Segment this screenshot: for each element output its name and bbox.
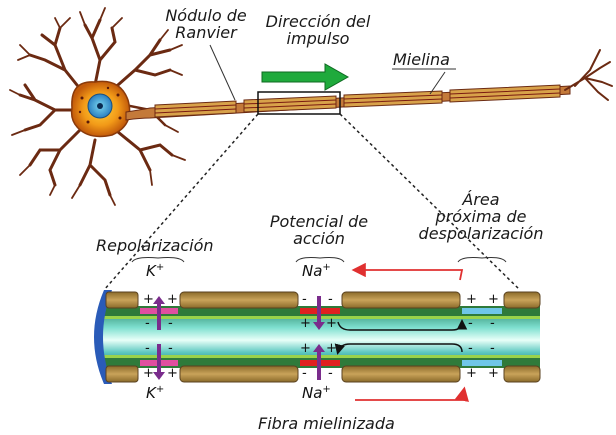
charge: + (167, 292, 178, 307)
charge-neg: - (302, 366, 307, 381)
na-ion-bottom: Na+ (302, 384, 331, 402)
direction-arrow (262, 64, 348, 90)
charge: + (488, 366, 499, 381)
charge: + (326, 341, 337, 356)
nucleolus (97, 103, 103, 109)
charge-neg: - (145, 341, 150, 356)
repolarizacion-label: Repolarización (96, 238, 214, 255)
charge-neg: - (468, 341, 473, 356)
charge-neg: - (490, 341, 495, 356)
charge: + (143, 292, 154, 307)
charge: + (326, 316, 337, 331)
charge: + (143, 366, 154, 381)
depol-bracket (458, 258, 506, 263)
charge-neg: - (302, 292, 307, 307)
na-ion-top: Na+ (302, 262, 331, 280)
myelin-sheath (155, 85, 560, 117)
charge-neg: - (145, 316, 150, 331)
charge: + (466, 366, 477, 381)
charge: + (300, 341, 311, 356)
external-current-bottom (355, 390, 464, 400)
charge-neg: - (468, 316, 473, 331)
charge-neg: - (328, 292, 333, 307)
charge: + (300, 316, 311, 331)
axon-terminal (565, 50, 612, 100)
charge: + (488, 292, 499, 307)
charge-neg: - (490, 316, 495, 331)
charge-neg: - (168, 316, 173, 331)
charge-neg: - (328, 366, 333, 381)
nodulo-leader (210, 45, 235, 100)
k-ion-top: K+ (146, 262, 164, 280)
fibra-label: Fibra mielinizada (258, 416, 395, 433)
charge: + (466, 292, 477, 307)
mielina-label: Mielina (393, 52, 450, 69)
charge-neg: - (168, 341, 173, 356)
external-current-top (355, 270, 462, 280)
charge: + (167, 366, 178, 381)
k-ion-bottom: K+ (146, 384, 164, 402)
